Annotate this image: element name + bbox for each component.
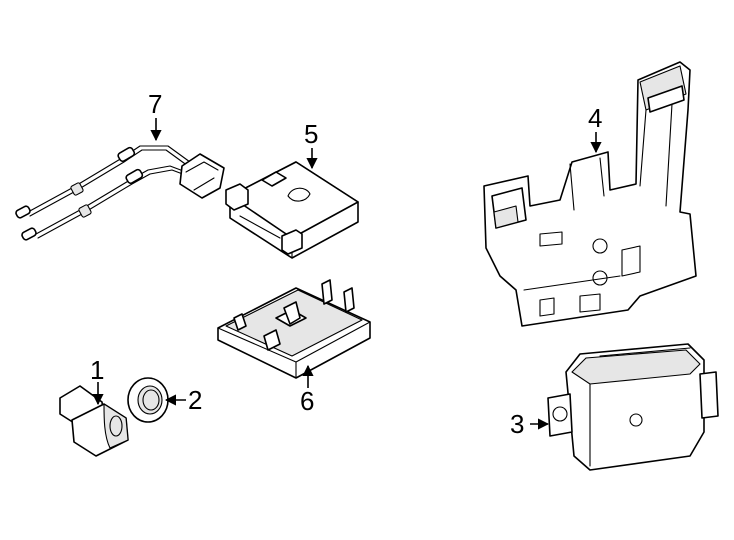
sensor-part-1 (59, 385, 129, 457)
callout-4: 4 (588, 103, 602, 133)
wiring-harness-part-7 (15, 145, 225, 241)
callout-2: 2 (188, 385, 202, 415)
grommet-part-2 (127, 377, 169, 423)
callout-7: 7 (148, 89, 162, 119)
callout-5: 5 (304, 119, 318, 149)
mounting-bracket-part-4 (483, 61, 697, 327)
control-module-part-5 (225, 161, 359, 259)
radar-unit-part-3 (547, 343, 719, 471)
callout-6: 6 (300, 386, 314, 416)
callout-3: 3 (510, 409, 524, 439)
bracket-part-6 (217, 279, 371, 379)
callout-1: 1 (90, 355, 104, 385)
